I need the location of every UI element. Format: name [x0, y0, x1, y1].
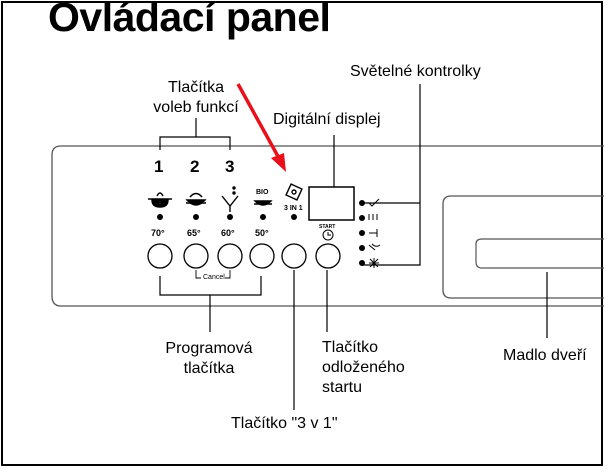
rinse-aid-indicator-icon — [368, 243, 381, 251]
function-number-2: 2 — [190, 157, 200, 176]
temp-label-2: 65° — [187, 228, 201, 238]
three-in-one-button — [281, 243, 307, 269]
digital-display — [308, 186, 355, 221]
door-handle-label: Madlo dveří — [503, 347, 587, 364]
door-handle — [475, 238, 604, 269]
page-title: Ovládací panel — [48, 0, 331, 40]
function-bracket — [159, 136, 231, 150]
bio-icon — [253, 200, 273, 206]
drying-indicator-icon — [368, 214, 378, 220]
bowl-icon — [185, 192, 207, 206]
program-button-2 — [183, 243, 209, 269]
cancel-label: Cancel — [203, 274, 225, 281]
digital-display-label: Digitální displej — [273, 111, 381, 128]
program-button-3 — [217, 243, 243, 269]
salt-indicator-icon — [369, 258, 379, 268]
red-arrow — [236, 83, 282, 161]
program-buttons-label: Programová tlačítka — [165, 340, 253, 377]
function-number-1: 1 — [154, 157, 164, 176]
panel-outline — [51, 145, 604, 307]
function-buttons-label: Tlačítka voleb funkcí — [153, 79, 239, 116]
door-handle-recess — [442, 195, 604, 299]
three-in-one-label: 3 IN 1 — [284, 205, 303, 212]
end-indicator-icon — [369, 229, 378, 237]
delay-start-label: Tlačítko odloženého startu — [322, 339, 405, 396]
temp-label-1: 70° — [151, 228, 165, 238]
three-in-one-button-label: Tlačítko "3 v 1" — [231, 415, 338, 432]
glass-icon — [221, 186, 239, 212]
start-label: START — [319, 224, 336, 230]
temp-label-4: 50° — [255, 228, 269, 238]
image-frame — [1, 1, 603, 466]
indicator-bracket — [362, 84, 421, 266]
wash-indicator-icon — [368, 198, 380, 207]
clock-icon — [322, 229, 334, 241]
tablet-icon — [285, 183, 303, 201]
pot-icon — [148, 192, 172, 208]
indicator-lights-label: Světelné kontrolky — [350, 63, 481, 80]
bio-label: BIO — [256, 189, 269, 196]
temp-label-3: 60° — [221, 228, 235, 238]
program-button-4 — [249, 243, 275, 269]
function-number-3: 3 — [225, 157, 235, 176]
program-button-1 — [147, 243, 173, 269]
delay-start-button — [315, 243, 341, 269]
